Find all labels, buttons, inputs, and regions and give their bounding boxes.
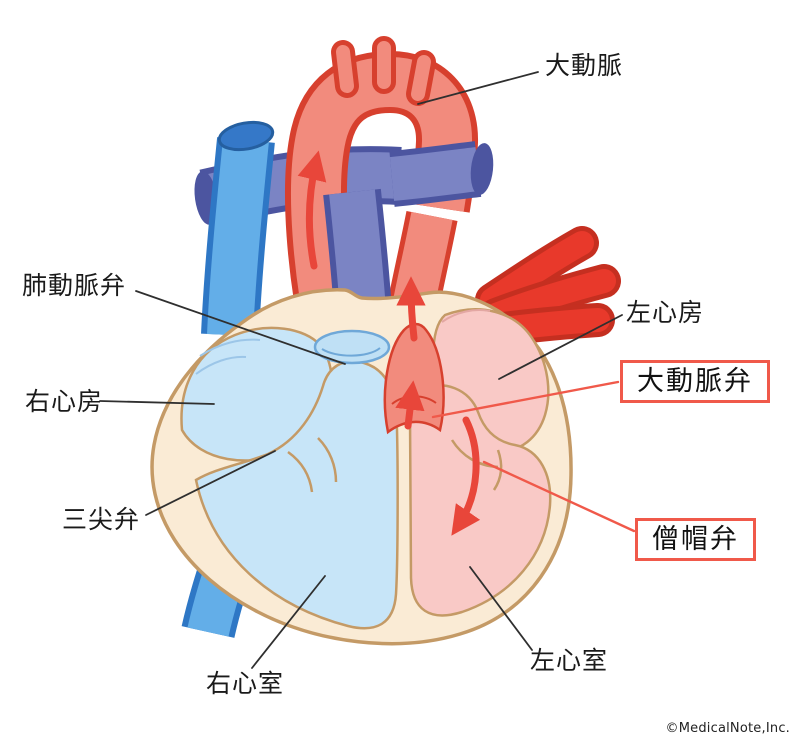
tricuspid-leaflet-2: [317, 437, 338, 483]
leader-pulmonary-valve: [135, 290, 346, 365]
leader-right-atrium: [99, 400, 215, 405]
left-ventricle-chamber: [408, 384, 552, 617]
right-atrium-ridge-1: [199, 338, 261, 357]
leader-tricuspid-valve: [145, 450, 276, 516]
pulmonary-artery-right: [389, 147, 481, 201]
leader-aorta: [417, 71, 539, 105]
right-atrium-ridge-2: [195, 355, 247, 375]
left-atrium-ridge: [441, 309, 491, 323]
pulmonary-cusp-line: [321, 347, 381, 357]
leader-lines: [99, 71, 636, 669]
aorta-branch-stub-3: [411, 55, 431, 101]
pulmonary-artery-right-opening: [470, 143, 494, 195]
copyright-credit: ©MedicalNote,Inc.: [665, 721, 790, 736]
leader-mitral-valve: [482, 460, 636, 533]
aorta-branch-stub-1: [336, 45, 354, 93]
flow-arrow-aorta: [297, 150, 327, 270]
leader-right-ventricle: [251, 575, 326, 669]
flow-arrow-left-ventricle: [451, 416, 481, 536]
superior-vena-cava: [201, 120, 275, 337]
svc-tube: [207, 137, 269, 337]
leader-aortic-valve: [431, 380, 620, 419]
label-right-ventricle: 右心室: [206, 669, 285, 698]
leader-left-atrium: [498, 314, 623, 380]
label-aortic-valve: 大動脈弁: [620, 360, 770, 404]
pulmonary-valve-shape: [313, 329, 391, 365]
pulmonary-valve-ring: [313, 329, 391, 365]
pulmonary-vein-1: [480, 231, 594, 312]
label-mitral-valve: 僧帽弁: [635, 518, 756, 562]
leader-left-ventricle: [469, 566, 533, 651]
label-left-ventricle: 左心室: [530, 646, 609, 675]
label-tricuspid-valve: 三尖弁: [62, 505, 141, 534]
right-ventricle-chamber: [194, 360, 399, 630]
blood-flow-arrows: [297, 150, 481, 536]
label-aorta: 大動脈: [545, 51, 624, 80]
tricuspid-leaflet-1: [287, 450, 314, 493]
tricuspid-valve-lines: [287, 437, 338, 493]
label-left-atrium: 左心房: [626, 298, 705, 327]
flow-arrow-ascending: [396, 276, 426, 342]
flow-arrow-aortic-valve: [395, 380, 425, 430]
label-right-atrium: 右心房: [25, 387, 104, 416]
label-pulmonary-valve: 肺動脈弁: [22, 271, 127, 300]
svc-opening: [217, 120, 275, 152]
pulmonary-vein-2: [484, 269, 616, 327]
